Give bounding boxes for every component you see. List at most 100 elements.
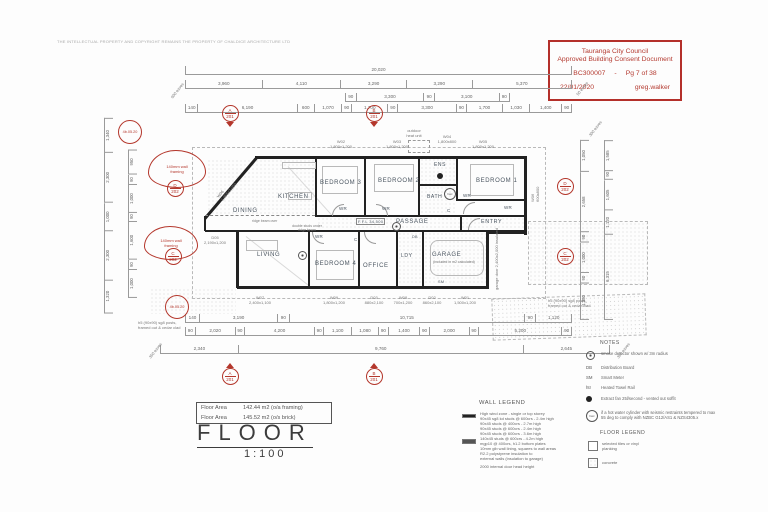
- room-label-living: LIVING: [257, 252, 281, 258]
- door-tag-d05: D05 2,190x1,200: [203, 235, 227, 245]
- wall: [456, 199, 527, 201]
- window-tag: D03 880x2,100: [364, 295, 384, 305]
- window-tag: W08 700x1,200: [393, 295, 413, 305]
- eaves-label: 600 eaves: [169, 81, 185, 100]
- ffl-label: F.F.L 34,500: [356, 218, 386, 225]
- wall: [255, 156, 527, 159]
- approval-stamp: Tauranga City Council Approved Building …: [548, 40, 682, 101]
- wall: [486, 232, 489, 289]
- bed-2: [374, 164, 414, 192]
- wall: [205, 230, 238, 232]
- detail-ref-top: 4b.05.20: [118, 120, 142, 144]
- wall: [418, 184, 458, 186]
- wall-legend-item-2: 140x45 studs @ 600crs - 4.2m high mgp10 …: [480, 436, 557, 461]
- smoke-detector-icon: [586, 351, 595, 360]
- room-label-kitchen: KITCHEN: [278, 194, 309, 200]
- wall: [486, 232, 527, 234]
- wall: [524, 156, 527, 235]
- posts-note-left: h5 (90x90) sg8 posts, framed out & cedar…: [138, 320, 181, 330]
- ridge-dashed-line: [205, 215, 315, 216]
- window-tag: W04 1,800x800: [437, 134, 457, 144]
- floor-legend-item-1: selected tiles or vinyl planking: [602, 441, 639, 451]
- note-fan: Extract fan 25l/second - vented out soff…: [586, 396, 718, 403]
- stamp-page-number: Pg 7 of 38: [625, 69, 657, 77]
- note-sm: SM Smart Meter: [586, 375, 625, 380]
- dim-top-overall: 20,020: [185, 66, 572, 75]
- drawing-title: FLOOR: [197, 420, 313, 448]
- detail-ref-bottom: 4b.05.20: [165, 295, 189, 319]
- room-label-ens: ENS: [434, 162, 447, 168]
- hwc-icon: hwc: [444, 188, 456, 200]
- wr-label: WR: [463, 193, 472, 198]
- room-label-garage: GARAGE: [432, 252, 462, 258]
- window-tag: W05 1,800x1,200: [471, 139, 495, 149]
- window-tag: W02 1,800x1,200: [329, 139, 353, 149]
- wall-swatch-2: [462, 439, 476, 444]
- bed-3: [322, 166, 358, 194]
- note-smoke-detector: smoke detector shown w/ 3m radius: [586, 351, 718, 361]
- wall: [456, 156, 458, 201]
- wall: [237, 286, 489, 289]
- eaves-label: 300 eaves: [587, 119, 603, 138]
- wall-legend-item-1: High wind zone - single or top storey 90…: [480, 411, 554, 436]
- stamp-date: 22/01/2020: [560, 84, 595, 92]
- stamp-doc-title: Approved Building Consent Document: [557, 56, 673, 64]
- hwc-icon: hwc: [586, 410, 598, 422]
- door-head-note: 2000 internal door head height: [480, 464, 535, 469]
- floor-legend-heading: FLOOR LEGEND: [600, 430, 646, 436]
- floor-hatch-ldy: [398, 232, 422, 285]
- note-htr: htr Heated Towel Rail: [586, 385, 635, 390]
- room-label-office: OFFICE: [363, 263, 389, 269]
- revision-cloud-2: 140mm wall framing: [144, 226, 198, 260]
- bed-4: [316, 250, 354, 280]
- cupboard-label: C: [354, 237, 358, 242]
- room-label-bedroom4: BEDROOM 4: [315, 261, 357, 267]
- wall: [418, 156, 420, 216]
- room-label-bath: BATH: [427, 194, 443, 200]
- smoke-detector-icon: [392, 222, 401, 231]
- floor-legend-item-2: concrete: [602, 460, 618, 465]
- wall: [237, 230, 527, 232]
- ridge-note: double studs under ridge beam: [292, 224, 322, 233]
- wall: [236, 230, 239, 288]
- wall: [315, 215, 527, 217]
- wall: [358, 230, 360, 288]
- extract-fan-icon: [437, 173, 443, 179]
- roof-outline: [192, 147, 546, 299]
- garage-note: (included in m2 calculated): [433, 260, 475, 264]
- copyright-text: THE INTELLECTUAL PROPERTY AND COPYRIGHT …: [57, 39, 291, 44]
- window-tag: W07 2,400x1,100: [248, 295, 272, 305]
- note-hwc: hwc if a hot water cylinder with seismic…: [586, 410, 718, 422]
- wr-label: WR: [339, 206, 348, 211]
- window-tag-w06-side: W06 600x800: [530, 186, 540, 202]
- door-arc: [332, 204, 344, 216]
- window-tag: D02 860x2,100: [422, 295, 442, 305]
- floor-swatch-tiles: [588, 441, 598, 451]
- window-tag: W03 1,800x1,200: [385, 139, 409, 149]
- kitchen-island: [288, 192, 312, 200]
- door-arc: [468, 218, 480, 230]
- floor-area-row: Floor Area 142.44 m2 (o/a framing): [201, 405, 303, 411]
- room-label-dining: DINING: [233, 208, 258, 214]
- stamp-council: Tauranga City Council: [581, 48, 649, 55]
- outdoor-unit-box: [408, 140, 430, 153]
- patio-hatch: [150, 288, 236, 314]
- driveway-hatch: [528, 221, 648, 285]
- wall-legend-heading: WALL LEGEND: [479, 400, 526, 406]
- door-arc: [463, 202, 475, 214]
- ridge-note: ridge beam over: [252, 219, 278, 223]
- room-label-ldy: LDY: [401, 253, 413, 259]
